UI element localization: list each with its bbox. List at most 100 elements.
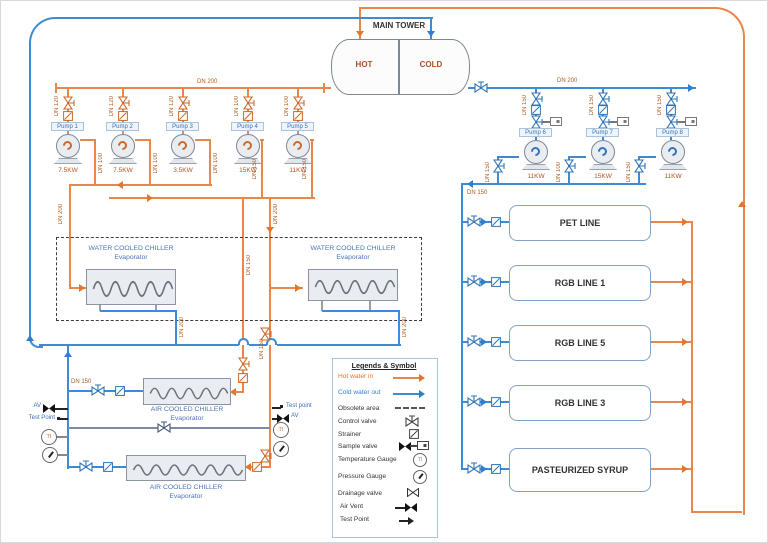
pipe-pump6-outlet — [498, 156, 519, 158]
test-point-label: Test point — [286, 403, 312, 409]
pipe-return-bottom — [691, 511, 742, 513]
pipe-label: DN 200 — [273, 204, 279, 225]
pump-2: Pump 2 7.5KW — [106, 121, 140, 174]
chiller2-outlet-stub — [321, 301, 323, 311]
chiller1-title: WATER COOLED CHILLER — [88, 245, 174, 252]
water-cooled-chiller-2 — [308, 269, 398, 301]
pipe-return-rgb5 — [651, 341, 692, 343]
pipe-chiller1-out — [100, 310, 177, 312]
arrow-into-chiller2 — [295, 284, 301, 292]
arrow-header-a — [117, 181, 123, 189]
test-point-stub — [60, 418, 68, 420]
sample-stub — [677, 121, 686, 123]
control-valve-icon — [467, 274, 481, 288]
pipe-pump4-drop — [261, 139, 263, 199]
pipe-label: DN 150 — [589, 95, 595, 116]
control-valve-icon — [467, 394, 481, 408]
manifold-end-cap — [55, 83, 57, 93]
tower-title: MAIN TOWER — [372, 21, 426, 30]
pump-tag: Pump 7 — [586, 128, 619, 137]
pipe-return-pet — [651, 221, 692, 223]
air-vent-label: AV — [33, 403, 41, 409]
air-vent-stub — [55, 408, 68, 410]
pipe-label: DN 100 — [98, 153, 104, 174]
pipe-chiller1-feed-h — [69, 287, 87, 289]
gauge-stub — [57, 436, 68, 438]
control-valve-icon — [242, 96, 256, 110]
strainer-icon — [491, 337, 501, 347]
test-point-label: Test Point — [28, 415, 55, 421]
strainer-icon — [491, 277, 501, 287]
arrow-return — [682, 278, 688, 286]
arrow-branch — [481, 278, 487, 286]
pipe-airchiller2-cold — [68, 466, 126, 468]
control-valve-icon — [157, 420, 171, 434]
pump-body-icon — [524, 140, 548, 164]
legend-cold-line — [393, 393, 421, 395]
gauge-stub — [58, 454, 68, 456]
tower-hot-nozzle — [323, 83, 325, 93]
control-valve-icon — [259, 327, 273, 341]
water-cooled-chiller-1 — [86, 269, 176, 305]
legend-cold-label: Cold water out — [338, 389, 381, 396]
test-point-marker — [57, 417, 60, 420]
chiller2-title: WATER COOLED CHILLER — [310, 245, 396, 252]
pipe-label: DN 150 — [71, 379, 92, 385]
control-valve-icon — [259, 449, 273, 463]
legend-sample-stub — [410, 445, 418, 447]
pipe-return-rgb3 — [651, 401, 692, 403]
pipe-label: DN 100 — [284, 96, 290, 117]
pipe-label: DN 200 — [58, 204, 64, 225]
sample-valve-icon — [550, 117, 562, 126]
pump-power-label: 3.5KW — [173, 167, 193, 174]
control-valve-icon — [177, 96, 191, 110]
pump-body-icon — [236, 134, 260, 158]
pump-tag: Pump 2 — [106, 122, 139, 131]
legend-testpoint-arrow — [408, 517, 414, 525]
chiller2-outlet-stub — [369, 301, 371, 311]
pipe-return-syrup — [651, 468, 692, 470]
legend-hot-line — [393, 377, 421, 379]
airchiller2-title: AIR COOLED CHILLER — [149, 484, 223, 491]
pipe-label: DN 200 — [197, 79, 218, 85]
pipe-label: DN 100 — [153, 153, 159, 174]
arrow-into-airchiller1 — [230, 388, 236, 396]
legend-testpoint-line — [399, 520, 409, 522]
airchiller2-subtitle: Evaporator — [169, 493, 203, 500]
sample-stub — [542, 121, 551, 123]
legend-item-label: Obsolete area — [338, 405, 380, 412]
legend-hot-arrow — [419, 374, 425, 382]
control-valve-icon — [62, 96, 76, 110]
pressure-gauge — [42, 447, 58, 463]
pump-power-label: 7.5KW — [58, 167, 78, 174]
pipe-cold-header — [468, 87, 696, 89]
pipe-label: DN 100 — [234, 96, 240, 117]
ti-text: TI — [46, 434, 52, 440]
air-vent-stub — [272, 418, 278, 420]
strainer-icon — [238, 373, 248, 383]
arrow-return — [682, 218, 688, 226]
arrow-into-airchiller2 — [245, 463, 251, 471]
pump-tag: Pump 5 — [281, 122, 314, 131]
pump-8: Pump 8 11KW — [656, 127, 690, 180]
pump-power-label: 11KW — [289, 167, 307, 174]
gauge-needle — [418, 473, 424, 479]
pump-tag: Pump 8 — [656, 128, 689, 137]
pipe-return-collector — [691, 221, 693, 513]
pipe-supply-header — [462, 183, 646, 185]
line-box-syrup: PASTEURIZED SYRUP — [509, 448, 651, 492]
control-valve-icon — [474, 80, 488, 94]
sample-valve-icon — [685, 117, 697, 126]
pump-body-icon — [591, 140, 615, 164]
tower-divider — [398, 40, 400, 94]
pump-tag: Pump 3 — [166, 122, 199, 131]
pump-tag: Pump 4 — [231, 122, 264, 131]
pipe-label: DN 200 — [402, 317, 408, 338]
pipe-label: DN 150 — [259, 339, 265, 360]
arrow-return — [682, 465, 688, 473]
strainer-icon — [293, 111, 303, 121]
pump-base — [589, 164, 617, 170]
control-valve-icon — [665, 115, 679, 129]
pipe-cold-collect-2 — [249, 344, 267, 346]
control-valve-icon — [467, 214, 481, 228]
